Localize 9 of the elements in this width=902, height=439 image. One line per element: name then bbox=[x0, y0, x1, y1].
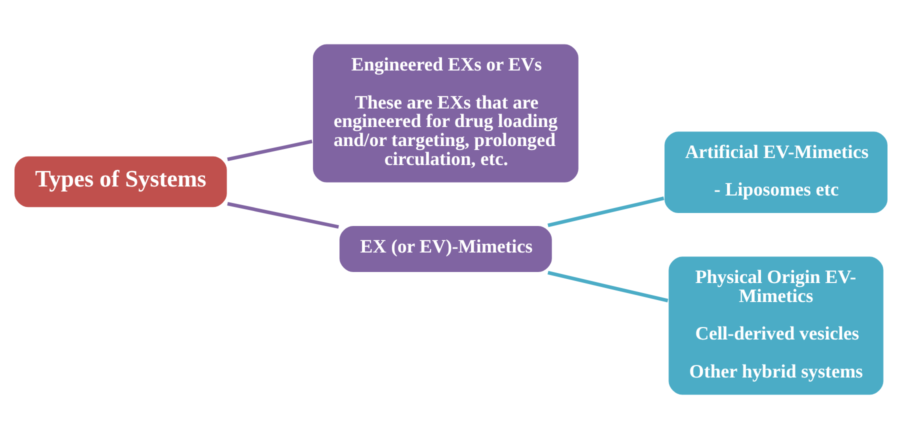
connector bbox=[548, 270, 668, 302]
connector bbox=[227, 140, 312, 162]
node-box: Physical Origin EV-Mimetics Cell-derived vesicles Other hybrid systems bbox=[667, 255, 885, 396]
connector bbox=[548, 196, 664, 228]
node-box: Engineered EXs or EVs These are EXs that are engineered for drug loading and/or targeting, prolonged circulation, etc. bbox=[312, 43, 580, 184]
node-box: Types of Systems bbox=[13, 155, 228, 208]
connector bbox=[227, 202, 339, 229]
node-box: Artificial EV-Mimetics - Liposomes etc bbox=[663, 130, 889, 214]
node-box: EX (or EV)-Mimetics bbox=[338, 224, 554, 274]
